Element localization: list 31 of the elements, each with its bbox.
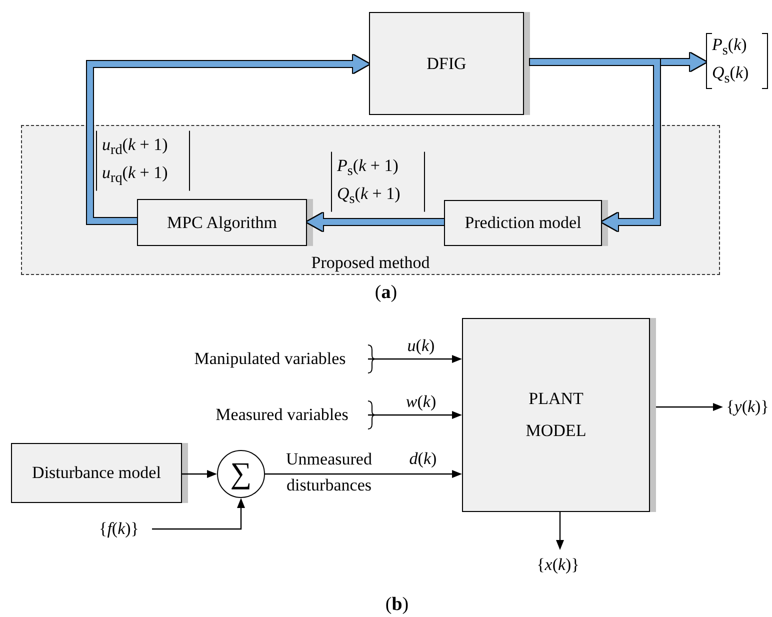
arrow xyxy=(265,470,462,478)
signal-label: {x(k)} xyxy=(536,555,580,575)
arrow xyxy=(556,512,564,550)
sigma-symbol: ∑ xyxy=(230,457,252,491)
signal-label: {y(k)} xyxy=(726,397,769,417)
box-label: Proposed method xyxy=(311,253,430,273)
edge-label: w(k) xyxy=(404,392,438,412)
signal-label: {f(k)} xyxy=(99,519,139,539)
edge-label: d(k) xyxy=(407,449,439,469)
signal-flow-arrow xyxy=(87,55,369,224)
edge-label: u(k) xyxy=(405,336,437,356)
arrow xyxy=(656,403,723,411)
summing-junction xyxy=(217,450,265,498)
box-label: MPC Algorithm xyxy=(166,212,278,232)
arrow xyxy=(182,470,217,478)
box-label: DFIG xyxy=(426,54,466,74)
box-label: Prediction model xyxy=(464,213,582,233)
arrow xyxy=(152,498,245,530)
box-label: Disturbance model xyxy=(32,463,161,483)
arrow xyxy=(368,411,462,419)
edge-label: u$_{rd}$(k + 1) u$_{rq}$(k + 1) xyxy=(96,130,190,192)
panel-label: (b) xyxy=(385,594,409,616)
signal-label: P$_{s}$(k) Q$_{s}$(k) xyxy=(712,34,750,88)
signal-label: Manipulated variables xyxy=(194,349,346,369)
signal-flow-arrow xyxy=(307,213,444,231)
arrow xyxy=(368,355,462,363)
box-label: PLANT MODEL xyxy=(524,388,588,442)
edge-label: P$_{s}$(k + 1) Q$_{s}$(k + 1) xyxy=(331,152,425,212)
signal-label: Measured variables xyxy=(216,405,348,425)
panel-label: (a) xyxy=(374,282,398,304)
signal-label: Unmeasured disturbances xyxy=(285,448,373,496)
